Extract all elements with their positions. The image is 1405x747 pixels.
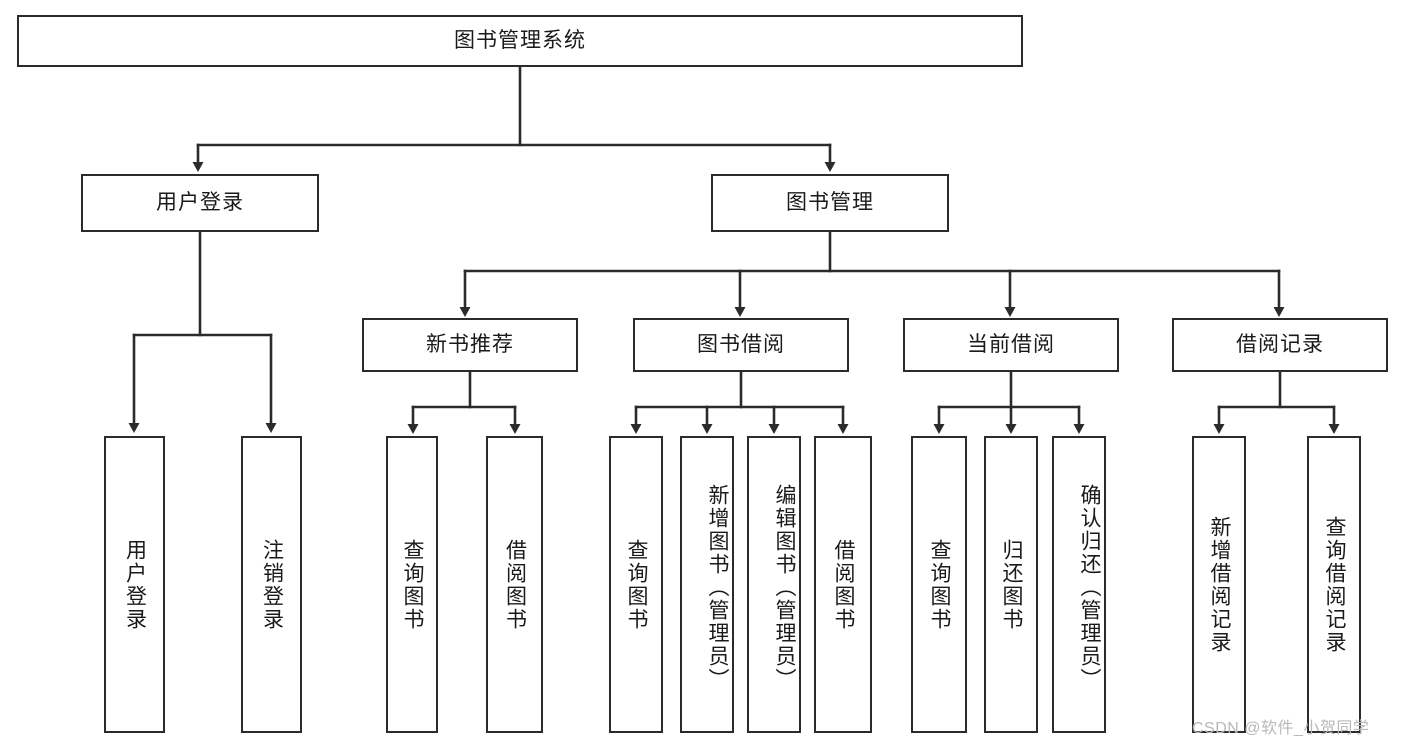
node-leaf-query-book-3[interactable]: 查询图书 [911,436,967,733]
node-leaf-confirm-return-label: 确认归还（管理员） [1078,484,1101,691]
node-leaf-borrow-book-1-label: 借阅图书 [503,538,527,631]
node-leaf-borrow-book-1[interactable]: 借阅图书 [486,436,543,733]
node-leaf-query-record[interactable]: 查询借阅记录 [1307,436,1361,733]
node-leaf-query-book-2-label: 查询图书 [625,538,648,631]
node-new-book-recommend[interactable]: 新书推荐 [362,318,578,372]
node-leaf-add-record[interactable]: 新增借阅记录 [1192,436,1246,733]
node-leaf-user-logout[interactable]: 注销登录 [241,436,302,733]
node-current-borrow-label: 当前借阅 [967,333,1055,357]
node-root-label: 图书管理系统 [454,29,586,53]
node-user-login-label: 用户登录 [156,191,244,215]
node-leaf-query-book-2[interactable]: 查询图书 [609,436,663,733]
node-current-borrow[interactable]: 当前借阅 [903,318,1119,372]
node-leaf-user-logout-label: 注销登录 [260,538,284,631]
node-leaf-return-book-label: 归还图书 [1000,538,1023,631]
node-leaf-add-book-admin[interactable]: 新增图书（管理员） [680,436,734,733]
csdn-watermark: CSDN @软件_小贺同学 [1192,720,1370,737]
node-leaf-add-record-label: 新增借阅记录 [1208,515,1231,654]
node-book-borrow-label: 图书借阅 [697,333,785,357]
node-book-borrow[interactable]: 图书借阅 [633,318,849,372]
node-leaf-edit-book-admin-label: 编辑图书（管理员） [773,484,796,691]
node-book-manage[interactable]: 图书管理 [711,174,949,232]
node-leaf-user-login-label: 用户登录 [123,538,147,631]
node-borrow-record[interactable]: 借阅记录 [1172,318,1388,372]
node-leaf-query-book-3-label: 查询图书 [928,538,951,631]
node-leaf-confirm-return[interactable]: 确认归还（管理员） [1052,436,1106,733]
node-root[interactable]: 图书管理系统 [17,15,1023,67]
node-user-login[interactable]: 用户登录 [81,174,319,232]
node-leaf-query-book-1-label: 查询图书 [401,538,424,631]
node-leaf-return-book[interactable]: 归还图书 [984,436,1038,733]
node-leaf-edit-book-admin[interactable]: 编辑图书（管理员） [747,436,801,733]
node-book-manage-label: 图书管理 [786,191,874,215]
node-new-book-recommend-label: 新书推荐 [426,333,514,357]
node-leaf-query-book-1[interactable]: 查询图书 [386,436,438,733]
node-leaf-add-book-admin-label: 新增图书（管理员） [706,484,729,691]
node-leaf-query-record-label: 查询借阅记录 [1323,515,1346,654]
node-leaf-borrow-book-2-label: 借阅图书 [832,538,855,631]
node-leaf-user-login[interactable]: 用户登录 [104,436,165,733]
node-borrow-record-label: 借阅记录 [1236,333,1324,357]
node-leaf-borrow-book-2[interactable]: 借阅图书 [814,436,872,733]
